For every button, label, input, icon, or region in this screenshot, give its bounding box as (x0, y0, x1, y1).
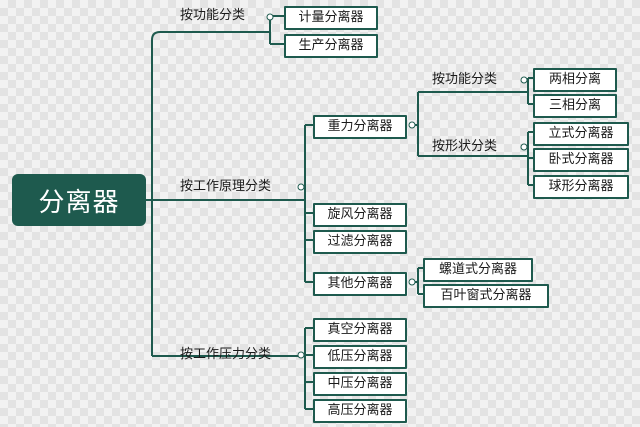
knob-gravity-function (520, 76, 528, 84)
node-vacuum-separator[interactable]: 真空分离器 (313, 318, 407, 342)
root-node[interactable]: 分离器 (12, 174, 146, 226)
node-horizontal-separator[interactable]: 卧式分离器 (533, 148, 629, 172)
node-medium-pressure-separator[interactable]: 中压分离器 (313, 372, 407, 396)
knob-gravity (408, 121, 416, 129)
node-three-phase[interactable]: 三相分离 (533, 94, 617, 118)
pressure-branch-lines (304, 327, 313, 410)
node-louver-separator[interactable]: 百叶窗式分离器 (423, 284, 549, 308)
node-other-separator[interactable]: 其他分离器 (313, 272, 407, 296)
node-high-pressure-separator[interactable]: 高压分离器 (313, 399, 407, 423)
branch-label-gravity-by-function[interactable]: 按功能分类 (432, 72, 498, 87)
node-gravity-separator[interactable]: 重力分离器 (313, 115, 407, 139)
node-spiral-separator[interactable]: 螺道式分离器 (423, 258, 533, 282)
knob-function (266, 13, 274, 21)
node-two-phase[interactable]: 两相分离 (533, 68, 617, 92)
gravity-shape-lines (527, 131, 533, 186)
node-production-separator[interactable]: 生产分离器 (284, 34, 378, 58)
knob-gravity-shape (520, 143, 528, 151)
function-branch-lines (269, 15, 284, 45)
node-filter-separator[interactable]: 过滤分离器 (313, 230, 407, 254)
branch-label-by-function[interactable]: 按功能分类 (180, 8, 246, 23)
node-low-pressure-separator[interactable]: 低压分离器 (313, 345, 407, 369)
knob-pressure (297, 351, 305, 359)
node-vertical-separator[interactable]: 立式分离器 (533, 122, 629, 146)
knob-principle (297, 183, 305, 191)
branch-label-by-principle[interactable]: 按工作原理分类 (180, 179, 272, 194)
trunk-line (146, 31, 305, 357)
branch-label-gravity-by-shape[interactable]: 按形状分类 (432, 139, 498, 154)
node-spherical-separator[interactable]: 球形分离器 (533, 175, 629, 199)
knob-other (408, 278, 416, 286)
node-metering-separator[interactable]: 计量分离器 (284, 6, 378, 30)
gravity-function-lines (527, 77, 533, 105)
branch-label-by-pressure[interactable]: 按工作压力分类 (180, 347, 272, 362)
node-cyclone-separator[interactable]: 旋风分离器 (313, 203, 407, 227)
principle-branch-lines (304, 124, 313, 283)
